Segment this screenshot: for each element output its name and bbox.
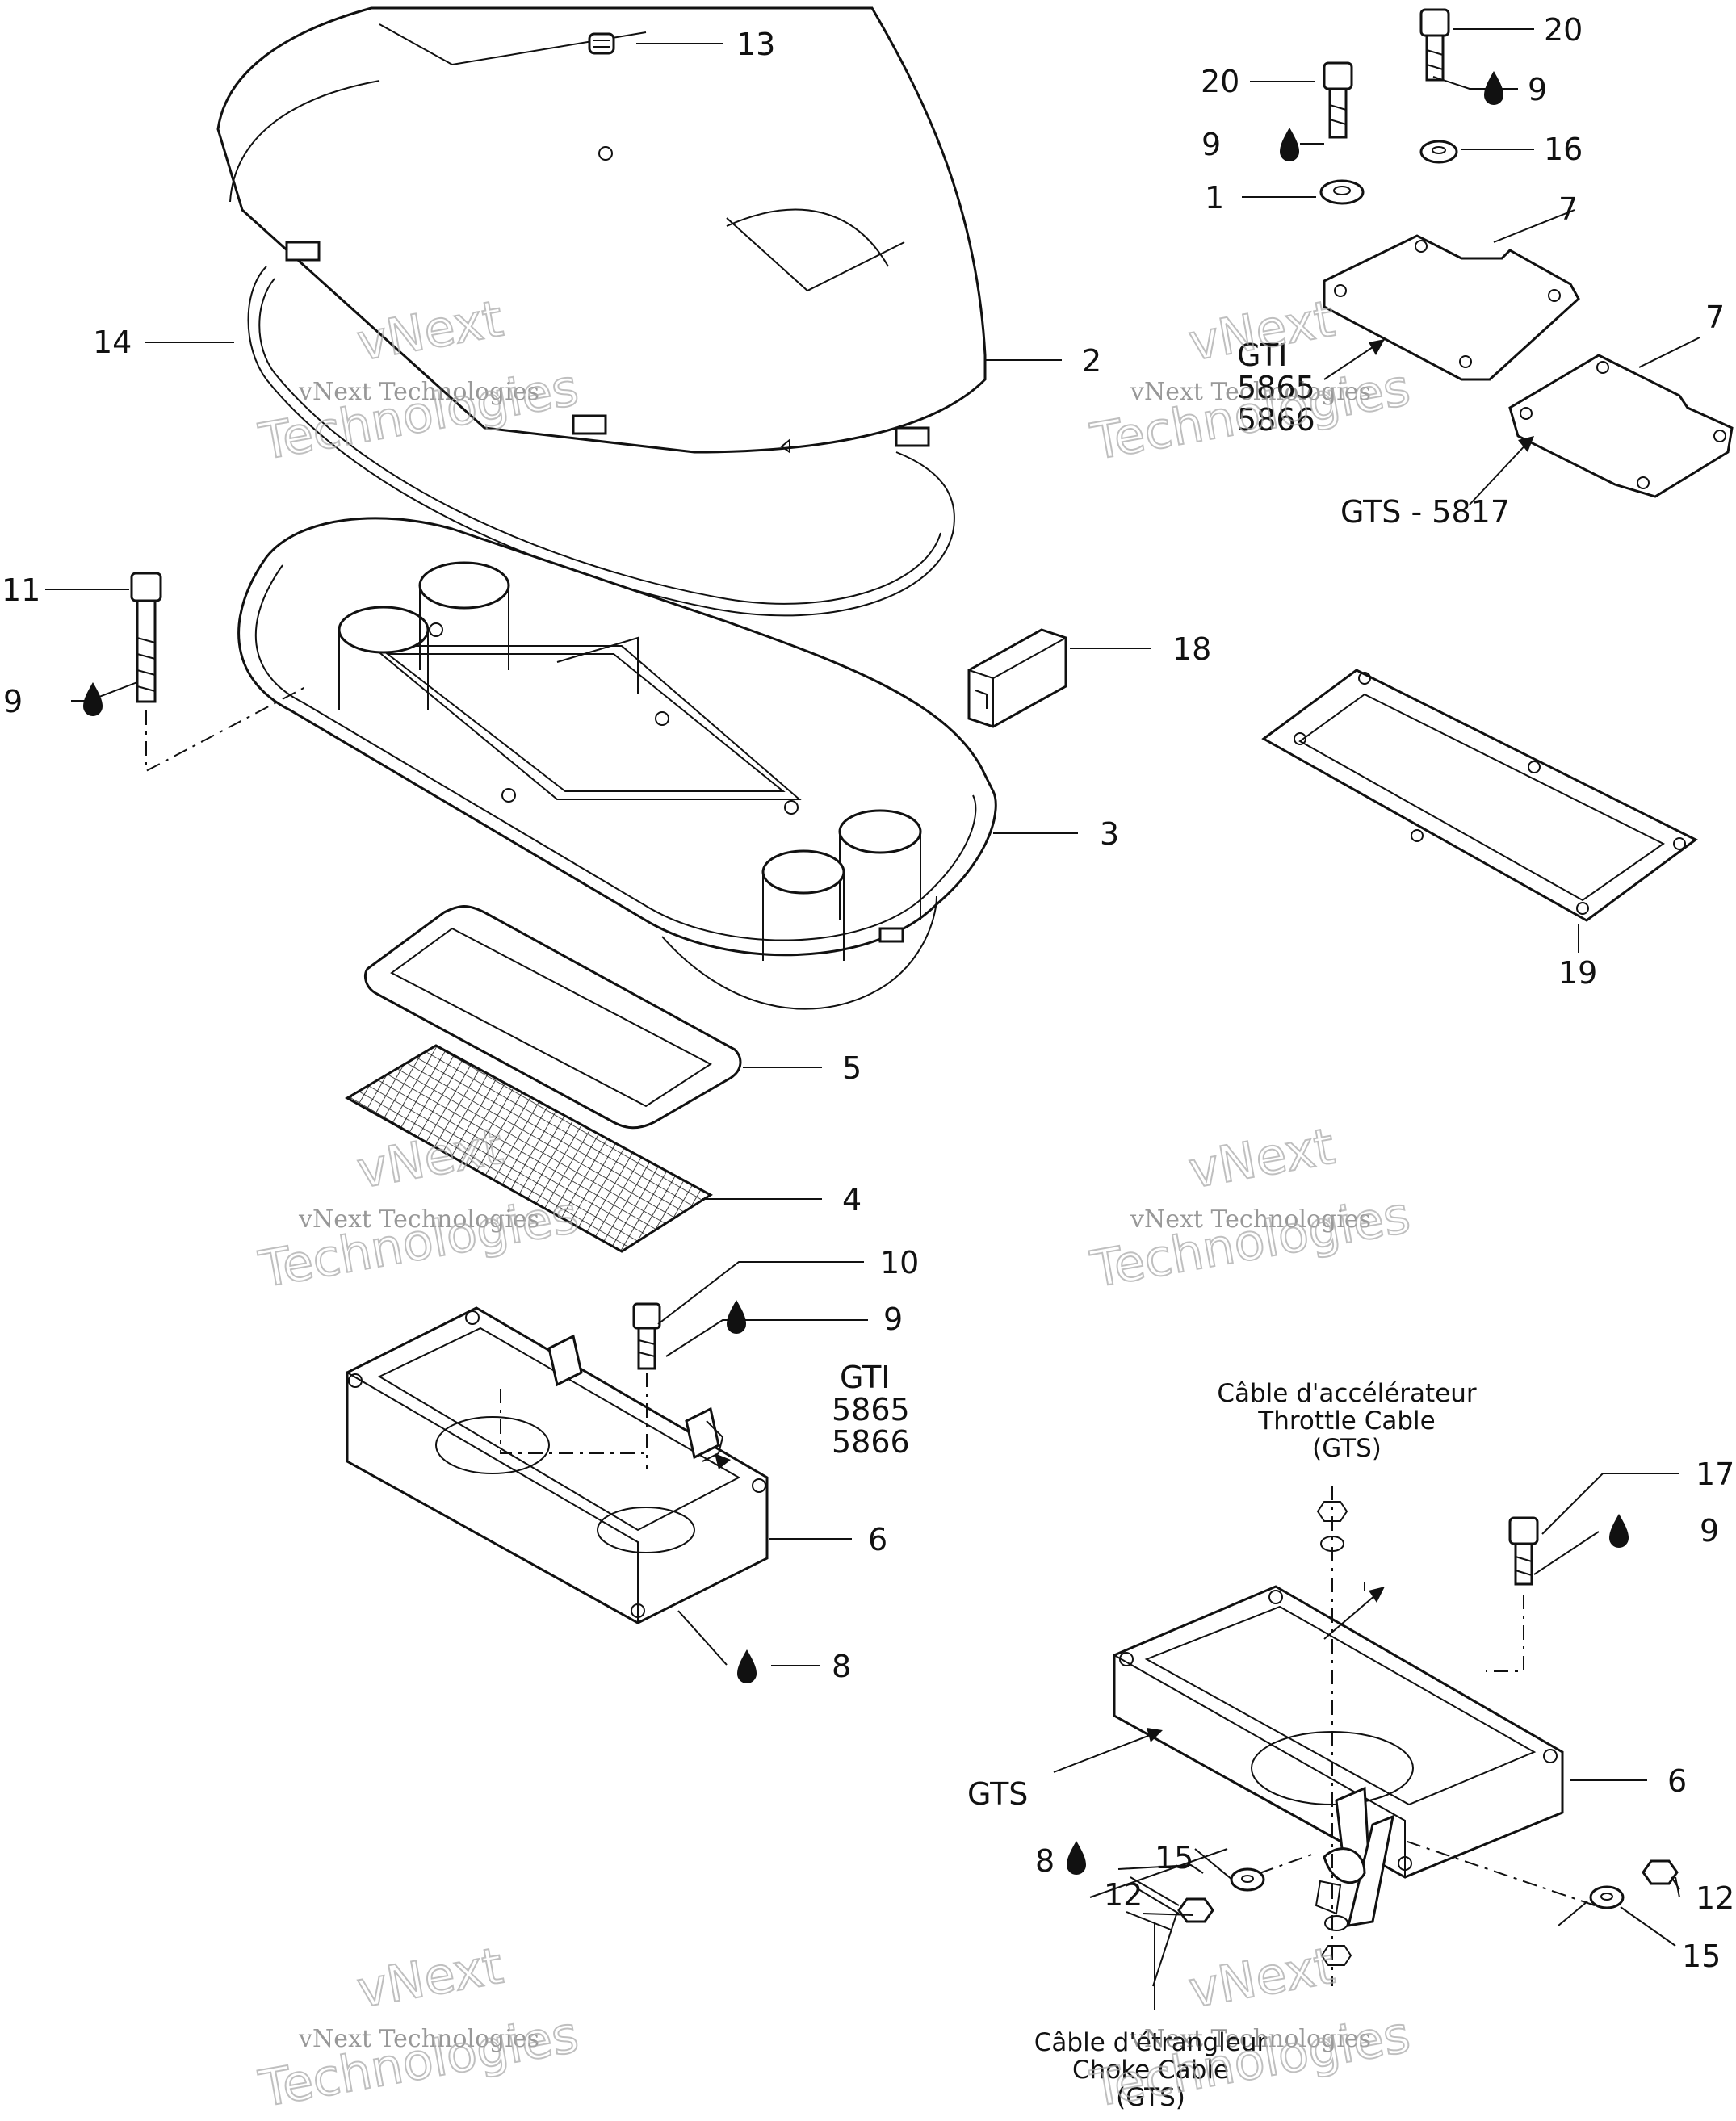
variant-gti-mid-line2: 5865 [832,1392,910,1427]
svg-text:vNext Technologies: vNext Technologies [1130,1205,1371,1234]
oil-drop-icons [83,71,1629,1875]
callout: 5 [842,1050,862,1086]
variant-gti-mid-line1: GTI [840,1360,891,1395]
part-base-3 [237,517,997,1010]
callout-labels: 13 20 20 9 9 16 1 7 7 14 2 11 9 18 3 19 … [2,12,1734,1974]
leader-lines [45,28,1700,2010]
callout: 14 [93,325,132,360]
callout: 18 [1172,631,1211,667]
arrows [702,338,1534,1773]
choke-cable-fr: Câble d'étrangleur [1034,2028,1268,2057]
callout: 20 [1201,64,1239,99]
svg-text:vNext Technologies: vNext Technologies [1130,2025,1371,2053]
callout: 15 [1682,1939,1721,1974]
cable-captions: Câble d'accélérateur Throttle Cable (GTS… [1034,1379,1477,2112]
watermark: vNext vNext Technologies Technologies [1085,1935,1415,2119]
svg-text:Technologies: Technologies [1086,2005,1414,2119]
callout: 16 [1544,132,1583,167]
throttle-cable-model: (GTS) [1312,1434,1382,1463]
oil-drop-icon [1067,1841,1086,1875]
svg-text:vNext Technologies: vNext Technologies [298,2025,539,2053]
callout: 4 [842,1182,862,1218]
callout: 9 [1201,127,1221,162]
part-screw-17 [1486,1516,1539,1672]
oil-drop-icon [1280,128,1299,161]
callout: 12 [1696,1880,1734,1916]
choke-cable-en: Choke Cable [1072,2056,1229,2085]
oil-drop-icon [1484,71,1503,105]
throttle-cable-fr: Câble d'accélérateur [1217,1379,1477,1408]
throttle-cable-en: Throttle Cable [1257,1406,1435,1436]
cable-hardware [1177,1486,1679,1986]
part-tray-6-gts [1113,1585,1564,1927]
callout: 1 [1205,180,1224,216]
variant-gti-top-line2: 5865 [1237,370,1315,405]
svg-text:vNext Technologies: vNext Technologies [298,1205,539,1234]
part-screen-4 [344,1044,713,1253]
callout: 7 [1705,300,1725,335]
part-plate-7-gti [1323,234,1580,381]
watermark: vNext vNext Technologies Technologies [1085,1116,1415,1300]
part-screw-11 [130,572,308,773]
callout: 6 [1667,1763,1687,1799]
part-screw-20-left [1323,61,1353,139]
callout: 8 [1035,1843,1055,1879]
watermark: vNext vNext Technologies Technologies [254,1935,583,2119]
callout: 7 [1558,191,1578,227]
callout: 11 [2,572,40,608]
svg-text:vNext: vNext [1185,1936,1339,2019]
part-screw-10 [632,1302,661,1469]
callout: 17 [1696,1457,1734,1492]
variant-labels: GTI 5865 5866 GTS - 5817 GTI 5865 5866 G… [832,337,1510,1812]
part-gasket-19 [1261,669,1698,922]
svg-text:vNext Technologies: vNext Technologies [298,378,539,406]
callout: 2 [1082,343,1101,379]
variant-gti-mid-line3: 5866 [832,1424,910,1460]
variant-gts-low: GTS [967,1776,1028,1812]
oil-drop-icon [83,682,103,716]
svg-text:Technologies: Technologies [254,2005,582,2119]
callout: 8 [832,1649,851,1684]
part-gasket-5 [364,905,742,1130]
variant-gti-top-line1: GTI [1237,337,1288,373]
part-tray-6-gti [346,1306,769,1624]
part-grommet-13 [588,32,615,55]
part-seal-14 [247,266,955,617]
callout: 9 [1528,72,1547,107]
svg-text:Technologies: Technologies [254,358,582,472]
callout: 15 [1155,1840,1193,1876]
variant-gti-top-line3: 5866 [1237,402,1315,438]
callout: 10 [880,1245,919,1281]
part-plate-7-gts [1508,354,1734,498]
oil-drop-icon [727,1300,746,1334]
callout: 9 [1700,1513,1719,1549]
svg-text:vNext: vNext [353,1117,507,1200]
svg-text:vNext Technologies: vNext Technologies [1130,378,1371,406]
part-lockwasher-16 [1419,140,1458,164]
callout: 6 [868,1522,887,1557]
svg-text:Technologies: Technologies [254,1185,582,1299]
callout: 9 [883,1302,903,1337]
part-clip-18 [967,628,1067,728]
oil-drop-icon [1609,1514,1629,1548]
oil-drop-icon [737,1649,757,1683]
svg-text:vNext: vNext [353,1936,507,2019]
callout: 20 [1544,12,1583,48]
part-washer-1 [1319,179,1365,205]
callout: 13 [736,27,775,62]
variant-gts-top: GTS - 5817 [1340,494,1510,530]
part-cover [216,6,987,454]
callout: 3 [1100,816,1119,852]
svg-text:vNext: vNext [1185,289,1339,372]
callout: 12 [1104,1877,1143,1913]
part-screw-20-right [1419,8,1450,82]
choke-cable-model: (GTS) [1116,2083,1185,2112]
svg-text:Technologies: Technologies [1086,1185,1414,1299]
svg-text:vNext: vNext [1185,1117,1339,1200]
callout: 9 [3,684,23,719]
callout: 19 [1558,955,1597,991]
